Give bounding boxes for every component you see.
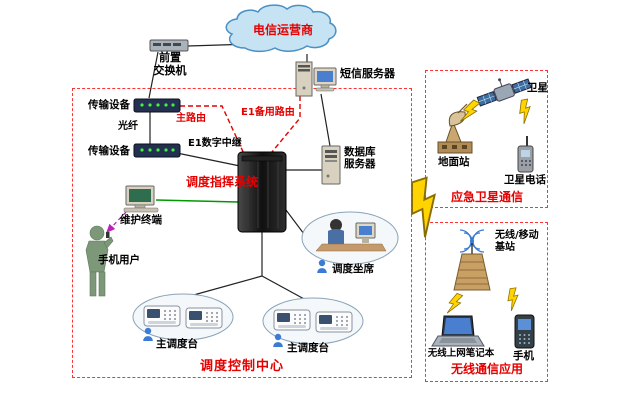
- e1-backup-route-label: E1备用路由: [241, 107, 295, 118]
- dispatch-seat-label: 调度坐席: [332, 263, 374, 275]
- route-main-dashed: [180, 105, 246, 157]
- satcom-title: 应急卫星通信: [450, 190, 523, 204]
- console-left-label: 主调度台: [156, 338, 198, 350]
- maintenance-terminal-label: 维护终端: [120, 214, 162, 226]
- dispatch-system-label: 调度指挥系统: [186, 175, 259, 189]
- transmission-icon-top: [133, 98, 181, 113]
- mobile-user-icon: [85, 225, 114, 297]
- phone-icon: [514, 314, 535, 349]
- satellite-phone-label: 卫星电话: [504, 174, 546, 186]
- ground-station-icon: [437, 103, 473, 154]
- ground-station-label: 地面站: [438, 156, 470, 168]
- person-icon: [317, 259, 327, 273]
- fiber-label: 光纤: [118, 121, 138, 132]
- transmission-top-label: 传输设备: [88, 99, 130, 111]
- route-backup-dashed: [271, 96, 301, 153]
- dispatch-center-title: 调度控制中心: [199, 359, 284, 374]
- wireless-box: [425, 222, 548, 382]
- laptop-icon: [431, 315, 485, 347]
- dispatch-center-box: [72, 88, 412, 378]
- wireless-title: 无线通信应用: [450, 362, 523, 376]
- maintenance-terminal-icon: [123, 185, 159, 213]
- switch-icon: [149, 39, 189, 52]
- satellite-label: 卫星: [527, 82, 548, 94]
- console-right-label: 主调度台: [287, 342, 329, 354]
- front-switch-label: 前置 交换机: [153, 51, 187, 77]
- maintenance-link: [155, 199, 239, 203]
- laptop-label: 无线上网笔记本: [427, 348, 495, 359]
- database-server-icon: [321, 145, 341, 185]
- transmission-icon-bottom: [133, 143, 181, 158]
- connection-lines: [148, 43, 331, 301]
- lightning-bolt-icon: [399, 175, 451, 239]
- cloud-label: 电信运营商: [252, 23, 313, 37]
- cloud-icon: [225, 4, 337, 53]
- console-right-icon: [262, 297, 364, 345]
- base-station-label: 无线/移动 基站: [495, 230, 539, 253]
- transmission-bottom-label: 传输设备: [88, 145, 130, 157]
- e1-trunk-label: E1数字中继: [188, 138, 242, 149]
- sms-server-label: 短信服务器: [340, 67, 395, 80]
- lightning-bolt-icon: [515, 97, 535, 125]
- wireless-user-link: [106, 211, 127, 233]
- console-left-icon: [132, 293, 234, 341]
- dispatch-seat-icon: [301, 211, 399, 265]
- phone-label: 手机: [513, 350, 534, 362]
- satellite-phone-icon: [517, 136, 534, 173]
- base-station-icon: [453, 229, 491, 291]
- satcom-box: [425, 70, 548, 208]
- mobile-user-label: 手机用户: [98, 254, 140, 266]
- satellite-icon: [476, 78, 532, 107]
- lightning-bolt-icon: [504, 286, 522, 312]
- lightning-bolt-icon: [445, 291, 464, 317]
- main-route-label: 主路由: [176, 113, 206, 124]
- database-server-label: 数据库 服务器: [344, 146, 376, 171]
- server-rack-icon: [237, 151, 287, 233]
- sms-server-icon: [295, 61, 337, 97]
